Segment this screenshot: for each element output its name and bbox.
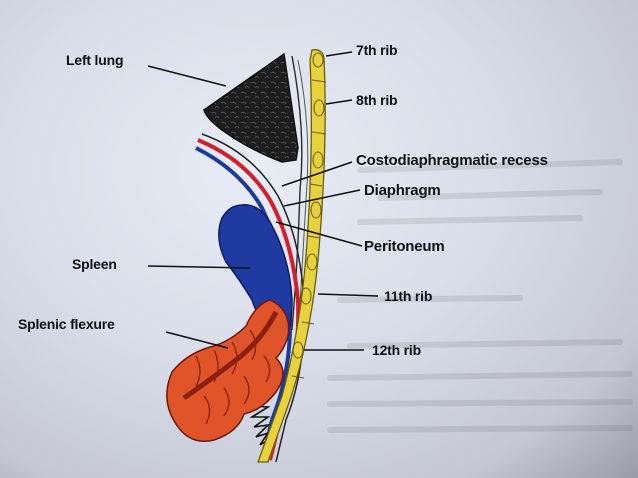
leader-rib8	[325, 99, 353, 105]
background-text-smudges	[327, 159, 633, 433]
label-rib11: 11th rib	[384, 288, 433, 304]
diaphragm-outline	[201, 133, 305, 463]
splenic-flexure	[166, 299, 290, 442]
leader-spleen	[147, 265, 251, 269]
rib-segments	[291, 52, 327, 379]
leader-splenic-flexure	[165, 331, 229, 349]
label-costodiaphragmatic-recess: Costodiaphragmatic recess	[356, 152, 548, 169]
label-rib7: 7th rib	[356, 42, 398, 58]
leader-costodiaphragmatic	[281, 161, 353, 187]
label-splenic-flexure: Splenic flexure	[18, 316, 115, 332]
leader-rib7	[325, 51, 353, 57]
label-peritoneum: Peritoneum	[364, 238, 445, 255]
label-diaphragm: Diaphragm	[364, 182, 441, 199]
label-spleen: Spleen	[72, 256, 117, 272]
pleura-line-inner	[297, 59, 309, 341]
leader-rib11	[317, 293, 379, 297]
leader-diaphragm	[283, 189, 361, 207]
leader-peritoneum	[275, 221, 363, 247]
label-rib8: 8th rib	[356, 92, 398, 108]
left-lung	[203, 52, 299, 163]
label-left-lung: Left lung	[66, 52, 124, 68]
rib-column	[257, 49, 326, 463]
label-rib12: 12th rib	[372, 342, 421, 358]
leader-lines	[147, 51, 379, 351]
leader-left-lung	[147, 65, 227, 87]
